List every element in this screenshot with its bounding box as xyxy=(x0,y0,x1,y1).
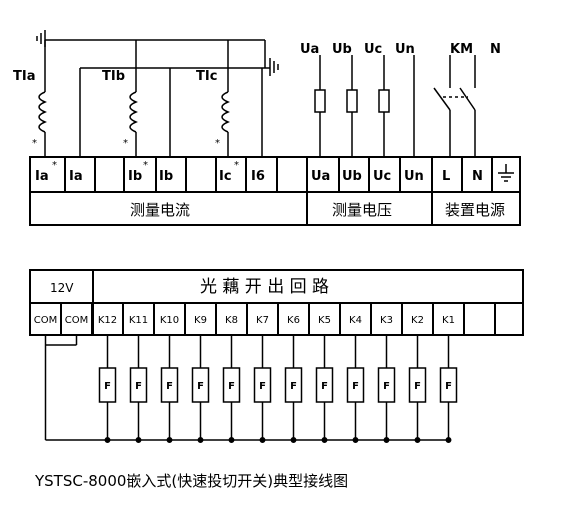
terminal-uc: Uc xyxy=(373,169,391,184)
fuse-label: F xyxy=(321,381,328,392)
ct-label-tic: TIc xyxy=(196,69,217,84)
channel-label-k11: K11 xyxy=(129,315,148,326)
output-voltage-label: 12V xyxy=(50,281,74,295)
channel-label-k4: K4 xyxy=(349,315,362,326)
junction-dot xyxy=(321,437,328,443)
junction-dot xyxy=(445,437,452,443)
power-wiring xyxy=(433,55,476,157)
junction-dot xyxy=(383,437,390,443)
fuse-k1: F xyxy=(439,367,458,403)
channel-label-k1: K1 xyxy=(442,315,455,326)
output-title: 光 藕 开 出 回 路 xyxy=(200,277,329,297)
junction-dot xyxy=(228,437,235,443)
terminal-ib: Ib xyxy=(159,169,173,184)
channel-label-k7: K7 xyxy=(256,315,269,326)
fuse-label: F xyxy=(259,381,266,392)
fuse-label: F xyxy=(414,381,421,392)
fuse-label: F xyxy=(166,381,173,392)
terminal-ic-star: Ic xyxy=(219,169,232,184)
junction-dot xyxy=(290,437,297,443)
channel-label-k8: K8 xyxy=(225,315,238,326)
fuse-k3: F xyxy=(377,367,396,403)
voltage-top-ua: Ua xyxy=(300,42,319,57)
fuse-k12: F xyxy=(98,367,117,403)
ct-coil-tib-icon xyxy=(129,91,138,133)
fuse-k8: F xyxy=(222,367,241,403)
power-top-km: KM xyxy=(450,42,473,57)
power-top-n: N xyxy=(490,42,501,57)
terminal-n: N xyxy=(472,169,483,184)
ct-dot-tib: * xyxy=(123,138,128,149)
voltage-top-un: Un xyxy=(395,42,415,57)
junction-dot xyxy=(259,437,266,443)
channel-label-k9: K9 xyxy=(194,315,207,326)
junction-dot xyxy=(166,437,173,443)
terminal-i6: I6 xyxy=(251,169,265,184)
output-terminal-block xyxy=(29,269,524,336)
fuse-label: F xyxy=(290,381,297,392)
fuse-k9: F xyxy=(191,367,210,403)
fuse-k5: F xyxy=(315,367,334,403)
fuse-label: F xyxy=(228,381,235,392)
terminal-ua: Ua xyxy=(311,169,330,184)
section-power-label: 装置电源 xyxy=(445,201,505,219)
section-current-label: 测量电流 xyxy=(130,201,190,219)
output-channel-labels: COM COM K12 K11 K10 K9 K8 K7 K6 K5 K4 K3 K2 K1 xyxy=(34,315,455,326)
terminal-ia-star: Ia xyxy=(35,169,49,184)
fuse-k4: F xyxy=(346,367,365,403)
fuse-label: F xyxy=(352,381,359,392)
ct-coil-tic-icon xyxy=(221,91,230,133)
fuse-label: F xyxy=(197,381,204,392)
channel-label-k6: K6 xyxy=(287,315,300,326)
terminal-ia-star-mark: * xyxy=(52,160,57,171)
voltage-top-ub: Ub xyxy=(332,42,352,57)
channel-label-k5: K5 xyxy=(318,315,331,326)
terminal-l: L xyxy=(442,169,450,184)
voltage-top-uc: Uc xyxy=(364,42,382,57)
terminal-ub: Ub xyxy=(342,169,362,184)
terminal-ib-star-mark: * xyxy=(143,160,148,171)
com-label: COM xyxy=(34,315,57,326)
ct-coil-tia-icon xyxy=(38,91,47,133)
fuse-label: F xyxy=(135,381,142,392)
junction-dot xyxy=(352,437,359,443)
fuse-label: F xyxy=(104,381,111,392)
channel-label-k10: K10 xyxy=(160,315,179,326)
output-wiring xyxy=(44,335,452,443)
output-cell-dividers xyxy=(60,303,496,335)
terminal-ib-star: Ib xyxy=(128,169,142,184)
ct-label-tib: TIb xyxy=(102,69,125,84)
terminal-ground-icon xyxy=(498,164,514,182)
voltage-wiring xyxy=(314,55,415,157)
fuse-label: F xyxy=(445,381,452,392)
fuse-k2: F xyxy=(408,367,427,403)
channel-label-k2: K2 xyxy=(411,315,424,326)
fuse-k11: F xyxy=(129,367,148,403)
junction-dot xyxy=(197,437,204,443)
terminal-ia: Ia xyxy=(69,169,83,184)
upper-terminal-block xyxy=(29,156,521,226)
fuse-label: F xyxy=(383,381,390,392)
ct-wiring xyxy=(36,30,279,157)
channel-label-k3: K3 xyxy=(380,315,393,326)
com-label: COM xyxy=(65,315,88,326)
junction-dot xyxy=(135,437,142,443)
ct-label-tia: TIa xyxy=(13,69,35,84)
section-voltage-label: 测量电压 xyxy=(332,201,392,219)
terminal-un: Un xyxy=(404,169,424,184)
terminal-ic-star-mark: * xyxy=(234,160,239,171)
diagram-caption: YSTSC-8000嵌入式(快速投切开关)典型接线图 xyxy=(35,472,349,490)
fuse-k10: F xyxy=(160,367,179,403)
channel-label-k12: K12 xyxy=(98,315,117,326)
junction-dot xyxy=(414,437,421,443)
ct-dot-tia: * xyxy=(32,138,37,149)
fuse-k7: F xyxy=(253,367,272,403)
fuse-k6: F xyxy=(284,367,303,403)
junction-dot xyxy=(104,437,111,443)
ct-dot-tic: * xyxy=(215,138,220,149)
